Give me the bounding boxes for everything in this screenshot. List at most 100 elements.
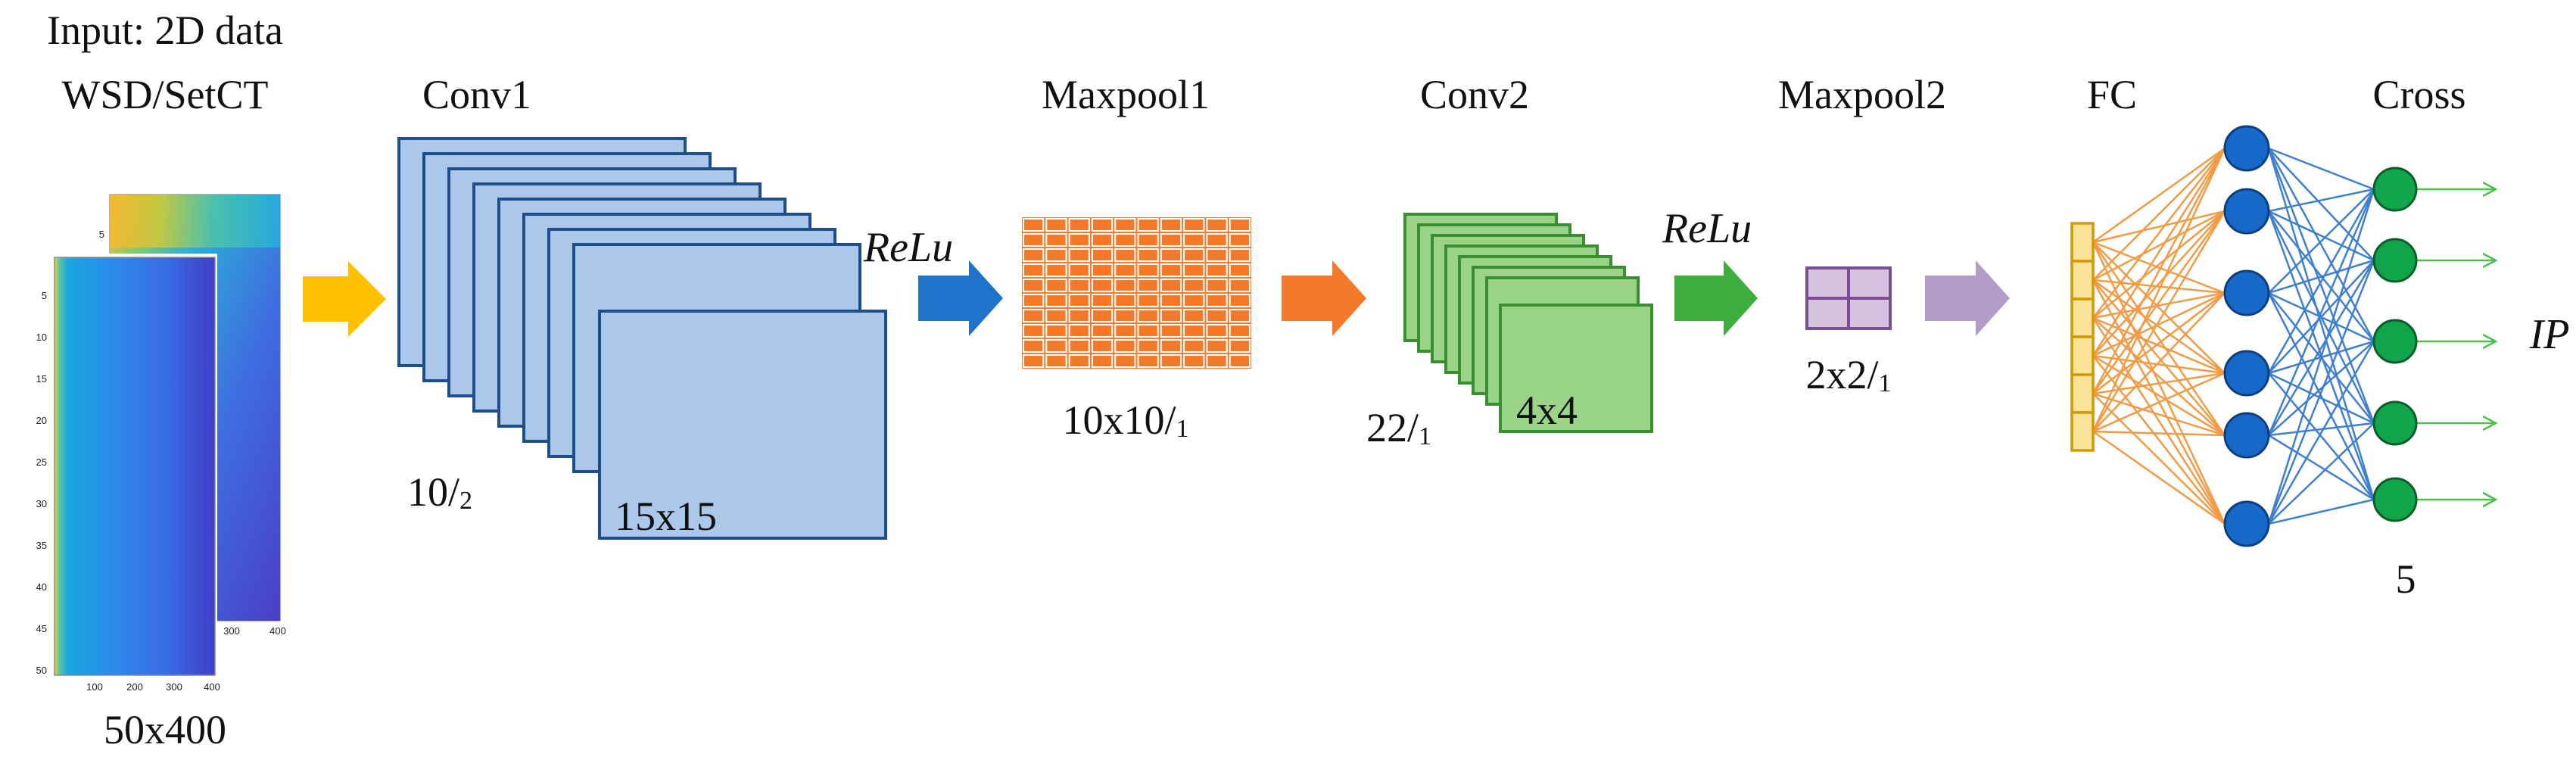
hidden-to-output-edge: [2268, 422, 2375, 525]
maxpool1-cell: [1229, 324, 1251, 338]
hidden-node: [2223, 500, 2270, 547]
fc-to-hidden-edge: [2092, 372, 2226, 433]
maxpool2-grid: [1805, 266, 1892, 330]
fc-to-hidden-edge: [2092, 241, 2226, 374]
maxpool1-cell: [1091, 294, 1114, 307]
fc-to-hidden-edge: [2092, 292, 2226, 394]
fc-to-hidden-edge: [2092, 291, 2226, 357]
fc-to-hidden-edge: [2092, 354, 2226, 375]
maxpool1-cell: [1229, 294, 1251, 307]
fc-to-hidden-edge: [2092, 210, 2226, 394]
fc-to-hidden-edge: [2092, 279, 2226, 436]
fc-to-hidden-edge: [2092, 148, 2226, 432]
front-y-tick-10: 10: [36, 332, 47, 343]
maxpool1-cell: [1023, 218, 1045, 232]
maxpool1-cell: [1160, 324, 1182, 338]
maxpool1-cell: [1091, 354, 1114, 368]
fc-to-hidden-edge: [2092, 317, 2226, 436]
input-section: Input: 2D data WSD/SetCT 5 300 400 5 10 …: [36, 8, 286, 752]
hidden-to-output-edge: [2268, 188, 2375, 294]
maxpool1-cell: [1023, 233, 1045, 247]
hidden-to-output-edge: [2268, 210, 2375, 262]
front-y-tick-25: 25: [36, 456, 47, 468]
maxpool1-cell: [1229, 248, 1251, 262]
output-arrow-head: [2482, 181, 2498, 198]
output-node: [2372, 238, 2418, 283]
maxpool2-to-fc-arrow: [1925, 260, 2010, 336]
maxpool1-cell: [1023, 248, 1045, 262]
hidden-node: [2223, 412, 2270, 459]
relu1-label: ReLu: [863, 224, 953, 271]
maxpool1-cell: [1114, 233, 1136, 247]
maxpool1-cell: [1091, 324, 1114, 338]
maxpool1-cell: [1229, 309, 1251, 322]
maxpool1-cell: [1206, 294, 1228, 307]
maxpool1-grid: [1022, 217, 1251, 369]
maxpool1-cell: [1068, 339, 1090, 353]
relu1-arrow: [918, 260, 1003, 336]
front-y-tick-50: 50: [36, 665, 47, 676]
hidden-to-output-edge: [2268, 188, 2375, 213]
hidden-node: [2223, 188, 2270, 235]
hidden-to-output-edge: [2268, 148, 2375, 261]
conv1-section: Conv1 10/2 15x15: [397, 72, 887, 540]
maxpool1-cell: [1114, 294, 1136, 307]
conv2-filters-label: 22/1: [1366, 405, 1431, 450]
maxpool1-cell: [1068, 279, 1090, 292]
front-x-tick-200: 200: [126, 681, 143, 693]
maxpool1-cell: [1137, 339, 1159, 353]
front-y-tick-5: 5: [42, 290, 47, 301]
maxpool1-cell: [1068, 248, 1090, 262]
maxpool1-cell: [1183, 248, 1205, 262]
fc-to-hidden-edge: [2092, 241, 2226, 294]
maxpool1-cell: [1229, 279, 1251, 292]
maxpool1-cell: [1137, 233, 1159, 247]
output-arrow-head: [2482, 252, 2498, 269]
maxpool1-cell: [1114, 354, 1136, 368]
maxpool1-cell: [1137, 279, 1159, 292]
maxpool1-cell: [1183, 218, 1205, 232]
output-ip-label: IP: [2529, 311, 2570, 358]
maxpool1-cell: [1183, 354, 1205, 368]
maxpool1-cell: [1183, 233, 1205, 247]
maxpool1-cell: [1160, 279, 1182, 292]
conv1-feature-maps: [397, 137, 887, 540]
output-count-label: 5: [2396, 556, 2416, 602]
output-node: [2372, 477, 2418, 522]
hidden-to-output-edge: [2267, 341, 2375, 525]
maxpool1-cell: [1045, 324, 1067, 338]
conv1-filters-label: 10/2: [407, 469, 472, 515]
maxpool1-cell: [1091, 309, 1114, 322]
hidden-nodes: [2223, 125, 2270, 547]
fc-to-hidden-edge: [2092, 148, 2226, 319]
fc-to-hidden-edge: [2092, 430, 2226, 525]
input-front-plot: 5 10 15 20 25 30 35 40 45 50 100 200 300…: [36, 254, 220, 693]
output-node: [2372, 167, 2418, 212]
maxpool1-cell: [1023, 324, 1045, 338]
maxpool1-cell: [1206, 309, 1228, 322]
fc-to-hidden-edge: [2092, 316, 2226, 375]
maxpool1-cell: [1068, 233, 1090, 247]
output-arrow-head: [2482, 333, 2498, 350]
relu2-label: ReLu: [1662, 205, 1752, 252]
front-x-tick-300: 300: [166, 681, 182, 693]
fc-to-hidden-edge: [2092, 148, 2226, 281]
back-x-tick-300: 300: [223, 625, 240, 637]
hidden-to-output-edge: [2268, 422, 2375, 437]
hidden-to-output-edge: [2268, 259, 2375, 294]
fc-to-hidden-edge: [2092, 210, 2226, 319]
maxpool1-cell: [1114, 218, 1136, 232]
maxpool1-cell: [1229, 233, 1251, 247]
front-x-tick-100: 100: [86, 681, 103, 693]
fc-to-hidden-edge: [2092, 210, 2226, 432]
maxpool1-cell: [1183, 309, 1205, 322]
maxpool1-to-conv2-arrow: [1282, 260, 1366, 336]
maxpool1-cell: [1206, 324, 1228, 338]
conv2-feature-maps: [1403, 213, 1653, 433]
back-y-tick-5: 5: [99, 229, 104, 240]
hidden-to-output-edge: [2268, 434, 2375, 501]
cross-title: Cross: [2372, 72, 2465, 117]
maxpool2-section: Maxpool2 2x2/1: [1778, 72, 1946, 397]
maxpool1-cell: [1183, 324, 1205, 338]
maxpool1-cell: [1091, 263, 1114, 277]
